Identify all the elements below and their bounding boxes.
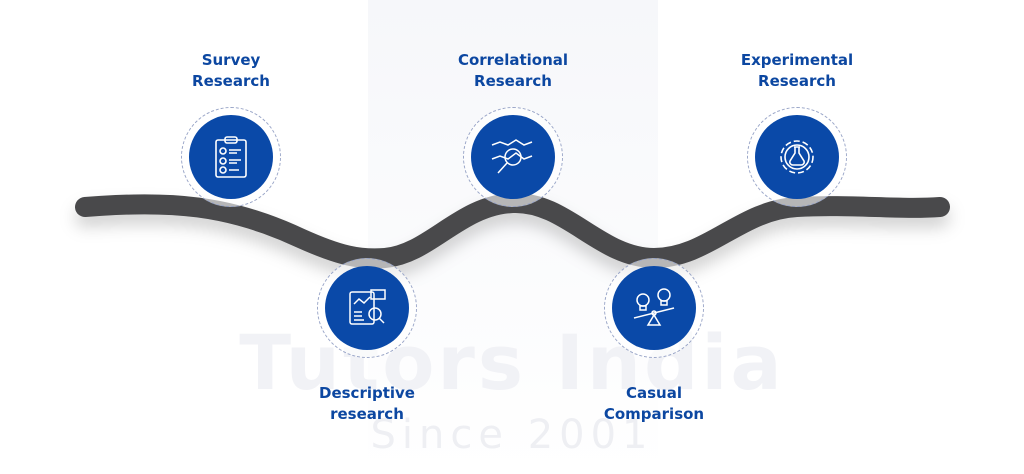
label-line1: Descriptive: [319, 384, 415, 402]
flask-gear-icon: [780, 140, 814, 174]
label-line1: Experimental: [740, 51, 854, 69]
node-descriptive-research: [317, 258, 417, 358]
node-survey-research: [181, 107, 281, 207]
label-line1: Correlational: [457, 51, 569, 69]
lightbulb-balance-icon: [633, 288, 675, 326]
label-line2: Comparison: [603, 405, 705, 423]
wave-path: [75, 193, 950, 269]
node-casual-comparison: [604, 258, 704, 358]
label-descriptive-research: Descriptive research: [267, 383, 467, 425]
label-line2: research: [330, 405, 404, 423]
label-line2: Research: [758, 72, 836, 90]
watermark-tagline: Since 2001: [370, 412, 654, 458]
label-line1: Survey: [201, 51, 261, 69]
clipboard-checklist-icon: [215, 136, 247, 178]
label-line2: Research: [192, 72, 270, 90]
label-line2: Research: [474, 72, 552, 90]
report-magnifier-icon: [349, 289, 386, 325]
label-line1: Casual: [625, 384, 682, 402]
node-experimental-research: [747, 107, 847, 207]
node-correlational-research: [463, 107, 563, 207]
data-trend-magnifier-icon: [491, 139, 533, 174]
